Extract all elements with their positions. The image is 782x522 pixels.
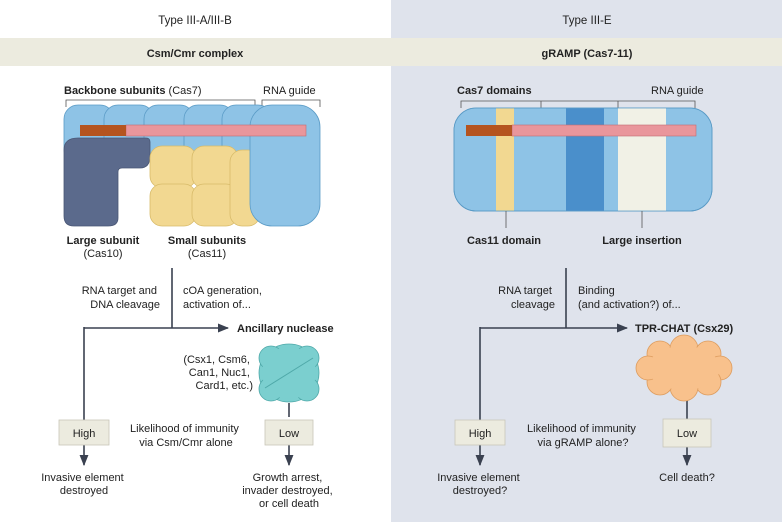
right-outcome-high-line: destroyed?	[453, 485, 507, 497]
left-outcome-low: Growth arrest, invader destroyed, or cel…	[242, 472, 336, 510]
right-banner-title: gRAMP (Cas7-11)	[542, 48, 633, 60]
left-outcome-low-line: invader destroyed,	[242, 485, 333, 497]
right-likelihood-line: via gRAMP alone?	[538, 437, 629, 449]
cas7-head-subunit	[249, 104, 321, 227]
right-high-box	[454, 419, 506, 446]
right-banner	[391, 38, 782, 66]
cas7-domains-label: Cas7 domains	[457, 85, 532, 97]
cas11-subunit	[149, 183, 197, 227]
left-rna-guide-label: RNA guide	[263, 85, 316, 97]
coa-generation-line1: cOA generation,	[183, 285, 262, 297]
backbone-bracket	[65, 99, 256, 107]
coa-generation-line2: activation of...	[183, 299, 251, 311]
right-outcome-high-line: Invasive element	[437, 472, 520, 484]
right-low-box	[662, 418, 712, 448]
rna-target-cleavage-line2: cleavage	[511, 299, 555, 311]
left-outcome-high: Invasive element destroyed	[41, 472, 127, 497]
left-panel-title: Type III-A/III-B	[158, 15, 232, 27]
right-outcome-high: Invasive element destroyed?	[437, 472, 523, 497]
tpr-chat-core	[648, 346, 720, 390]
cas11-subunit	[149, 145, 197, 189]
large-subunit-cas10: (Cas10)	[83, 248, 122, 260]
small-subunits-cas11: (Cas11)	[188, 248, 226, 260]
nuclease-examples-line: Can1, Nuc1,	[189, 367, 250, 379]
ancillary-nuclease-label: Ancillary nuclease	[237, 323, 334, 335]
nuclease-seam	[264, 357, 314, 389]
nuclease-examples-line: (Csx1, Csm6,	[183, 354, 250, 366]
left-likelihood-label: Likelihood of immunity via Csm/Cmr alone	[130, 423, 242, 449]
backbone-subunits-bold: Backbone subunits	[64, 85, 165, 97]
left-banner-title: Csm/Cmr complex	[147, 48, 244, 60]
left-outcome-high-line: Invasive element	[41, 472, 124, 484]
left-outcome-low-line: or cell death	[259, 498, 319, 510]
nuclease-examples: (Csx1, Csm6, Can1, Nuc1, Card1, etc.)	[183, 354, 253, 392]
cas10-large-subunit	[63, 137, 151, 227]
rna-target-cleavage-line1: RNA target	[498, 285, 552, 297]
right-high-label: High	[469, 428, 492, 440]
large-insertion-stripe	[618, 108, 666, 211]
left-outcome-low-line: Growth arrest,	[253, 472, 323, 484]
large-insertion-label: Large insertion	[602, 235, 682, 247]
rna-dna-cleavage-line2: DNA cleavage	[90, 299, 160, 311]
rna-dna-cleavage-line1: RNA target and	[82, 285, 157, 297]
cas7-dark-domain	[566, 108, 604, 211]
left-high-label: High	[73, 428, 96, 440]
rna-dna-cleavage-label: RNA target and DNA cleavage	[82, 285, 160, 311]
right-rna-guide-label: RNA guide	[651, 85, 704, 97]
backbone-subunits-label: Backbone subunits (Cas7)	[64, 85, 202, 97]
left-outcome-high-line: destroyed	[60, 485, 108, 497]
coa-generation-label: cOA generation, activation of...	[183, 285, 265, 311]
right-outcome-low: Cell death?	[659, 472, 715, 484]
left-rna-guide-strand	[125, 124, 307, 137]
left-banner	[0, 38, 391, 66]
left-rna-handle	[80, 125, 126, 136]
right-likelihood-label: Likelihood of immunity via gRAMP alone?	[527, 423, 639, 449]
left-rna-guide-bracket	[261, 99, 321, 107]
gramp-protein	[453, 107, 713, 212]
backbone-subunits-cas7: (Cas7)	[165, 85, 201, 97]
nuclease-examples-line: Card1, etc.)	[196, 380, 253, 392]
left-high-box	[58, 419, 110, 446]
binding-line2: (and activation?) of...	[578, 299, 681, 311]
left-low-label: Low	[279, 428, 299, 440]
tpr-chat-label: TPR-CHAT (Csx29)	[635, 323, 734, 335]
gramp-outline	[453, 107, 713, 212]
small-subunits-label: Small subunits	[168, 235, 246, 247]
right-likelihood-line: Likelihood of immunity	[527, 423, 636, 435]
right-panel-title: Type III-E	[562, 15, 612, 27]
binding-line1: Binding	[578, 285, 615, 297]
left-low-box	[264, 419, 314, 446]
cas7-domains-bracket	[460, 100, 696, 108]
large-subunit-label: Large subunit	[67, 235, 140, 247]
cas11-domain-label: Cas11 domain	[467, 235, 541, 247]
right-rna-guide-strand	[511, 124, 697, 137]
cas11-domain-stripe	[496, 108, 514, 211]
right-low-label: Low	[677, 428, 697, 440]
binding-label: Binding (and activation?) of...	[578, 285, 681, 311]
left-likelihood-line: Likelihood of immunity	[130, 423, 239, 435]
rna-target-cleavage-label: RNA target cleavage	[498, 285, 555, 311]
cas11-small-subunits	[149, 145, 261, 227]
left-likelihood-line: via Csm/Cmr alone	[139, 437, 233, 449]
right-outcome-low-line: Cell death?	[659, 472, 715, 484]
right-rna-handle	[466, 125, 512, 136]
